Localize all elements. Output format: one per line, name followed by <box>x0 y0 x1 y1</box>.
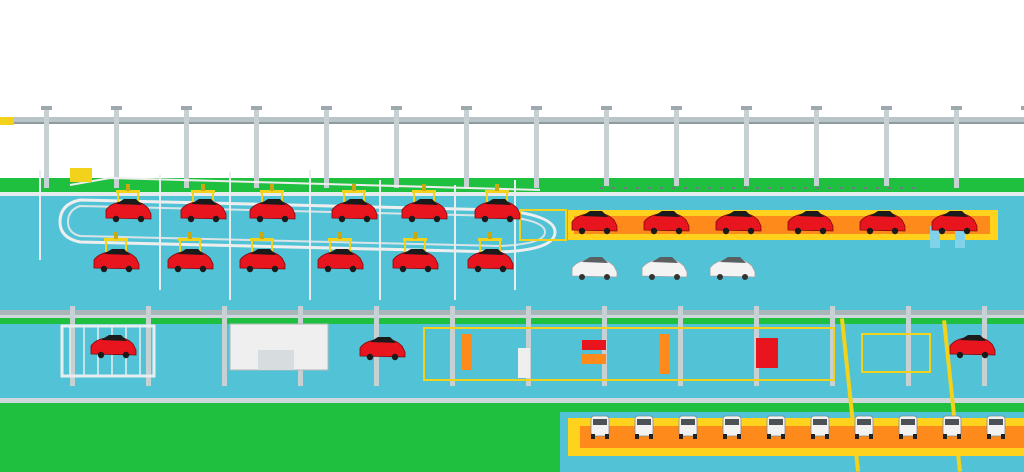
column-cap <box>881 106 892 110</box>
column-cap <box>601 106 612 110</box>
column-cap <box>41 106 52 110</box>
car-white-front <box>942 415 962 440</box>
column-cap <box>111 106 122 110</box>
upper-columns <box>41 106 1024 188</box>
skid-white-cars <box>571 256 756 281</box>
overhead-rail <box>0 117 1024 315</box>
car-white-front <box>898 415 918 440</box>
column <box>906 306 911 386</box>
car-white-front <box>854 415 874 440</box>
column <box>814 108 819 188</box>
column-cap <box>671 106 682 110</box>
column <box>884 108 889 188</box>
column-cap <box>811 106 822 110</box>
column-cap <box>461 106 472 110</box>
car-white-front <box>986 415 1006 440</box>
column-cap <box>741 106 752 110</box>
car-white-front <box>810 415 830 440</box>
column <box>604 108 609 188</box>
column-cap <box>531 106 542 110</box>
column <box>70 306 75 386</box>
column <box>678 306 683 386</box>
column <box>184 108 189 188</box>
column <box>534 108 539 188</box>
column-cap <box>951 106 962 110</box>
column <box>674 108 679 188</box>
column <box>114 108 119 188</box>
car-white-front <box>722 415 742 440</box>
column-cap <box>1021 106 1024 110</box>
car-white-front <box>590 415 610 440</box>
column <box>450 306 455 386</box>
column-cap <box>391 106 402 110</box>
column-cap <box>251 106 262 110</box>
column <box>146 306 151 386</box>
car-white-front <box>634 415 654 440</box>
car-white-front <box>766 415 786 440</box>
cage-booth <box>60 324 156 378</box>
column <box>394 108 399 188</box>
column-cap <box>181 106 192 110</box>
car-white-front <box>678 415 698 440</box>
column <box>254 108 259 188</box>
column <box>526 306 531 386</box>
column-cap <box>321 106 332 110</box>
column <box>954 108 959 188</box>
column <box>324 108 329 188</box>
column <box>464 108 469 188</box>
control-booth <box>229 323 329 371</box>
column <box>222 306 227 386</box>
column <box>830 306 835 386</box>
column <box>44 108 49 188</box>
column <box>744 108 749 188</box>
